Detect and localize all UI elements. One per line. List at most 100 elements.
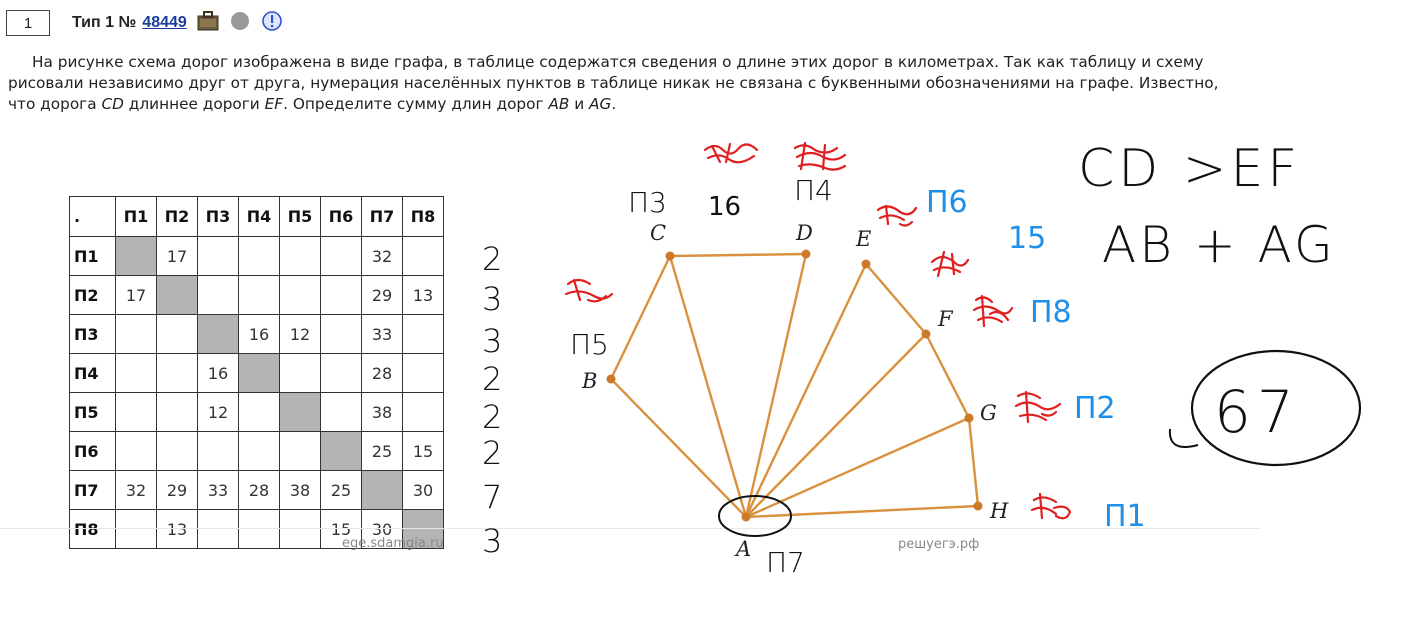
hand-sum: AB + AG [1102, 216, 1336, 274]
row-header: П6 [69, 431, 116, 471]
hand-row-degree: 2 [482, 398, 502, 436]
table-cell [238, 275, 280, 315]
row-header: П7 [69, 470, 116, 510]
table-cell: 15 [320, 509, 362, 549]
task-number: 1 [6, 10, 50, 36]
red-scribbles [564, 141, 1072, 520]
table-cell: 12 [197, 392, 239, 432]
hand-row-degree: 2 [482, 240, 502, 278]
vertex-label-d: D [795, 221, 813, 245]
vertex-b [606, 374, 616, 384]
road-ab: AB [548, 95, 570, 113]
column-header: П8 [402, 196, 444, 237]
table-cell [320, 236, 362, 276]
table-cell [361, 470, 403, 510]
table-cell: 30 [361, 509, 403, 549]
footer-divider [0, 528, 1260, 529]
vertex-label-f: F [937, 307, 954, 331]
road-ef: EF [264, 95, 284, 113]
scribble-g [1014, 390, 1062, 424]
vertex-label-h: H [989, 499, 1009, 523]
problem-text-part: . Определите сумму длин дорог [283, 95, 549, 113]
table-cell: 15 [402, 431, 444, 471]
table-cell: 38 [279, 470, 321, 510]
table-cell [402, 509, 444, 549]
hand-label-c: П3 [628, 186, 667, 219]
table-cell [279, 353, 321, 393]
vertex-a-circle [718, 495, 792, 537]
edge-ag [745, 416, 970, 519]
hand-label-d: П4 [794, 174, 833, 207]
table-cell [156, 392, 198, 432]
problem-text: На рисунке схема дорог изображена в виде… [8, 52, 1248, 115]
problem-text-part: длиннее дороги [123, 95, 265, 113]
table-cell: 32 [361, 236, 403, 276]
table-cell: 12 [279, 314, 321, 354]
row-header: П3 [69, 314, 116, 354]
scribble-f2 [972, 294, 1014, 328]
table-row: П1 17 32 [69, 236, 444, 276]
vertex-f [921, 329, 931, 339]
table-cell [320, 431, 362, 471]
problem-text-part: . [611, 95, 617, 113]
column-header: П6 [320, 196, 362, 237]
scribble-h [1030, 492, 1072, 520]
vertex-label-b: B [581, 369, 597, 393]
table-cell: 16 [238, 314, 280, 354]
hand-answer: 67 [1214, 378, 1300, 446]
edge-ef [865, 263, 927, 335]
table-cell [115, 314, 157, 354]
edge-ae [744, 263, 868, 518]
hand-label-f: П8 [1030, 295, 1072, 330]
hand-row-degree: 3 [482, 522, 502, 560]
table-cell: 30 [402, 470, 444, 510]
scribble-e [876, 204, 918, 227]
hand-row-degree: 2 [482, 434, 502, 472]
edge-fg [924, 333, 971, 419]
table-cell [402, 236, 444, 276]
info-icon[interactable] [261, 10, 283, 36]
column-header: П4 [238, 196, 280, 237]
hand-row-degree: 7 [482, 478, 502, 516]
hand-edge-ef: 15 [1008, 221, 1046, 256]
hand-row-degree: 3 [482, 322, 502, 360]
gray-circle-icon[interactable] [229, 10, 251, 36]
road-ag: AG [589, 95, 612, 113]
table-cell [402, 314, 444, 354]
scribble-d [793, 141, 847, 171]
vertex-label-c: C [650, 221, 666, 245]
task-header: 1 Тип 1 № 48449 [6, 8, 283, 38]
hand-edge-cd: 16 [708, 192, 741, 222]
vertex-label-a: A [734, 537, 751, 561]
vertex-e [861, 259, 871, 269]
table-cell [156, 353, 198, 393]
table-cell [279, 275, 321, 315]
table-cell: 13 [156, 509, 198, 549]
edge-bc [609, 255, 672, 380]
vertex-g [964, 413, 974, 423]
edge-ab [610, 378, 747, 518]
scribble-f1 [930, 250, 970, 278]
hand-row-degree: 3 [482, 280, 502, 318]
column-header: П2 [156, 196, 198, 237]
row-header: П1 [69, 236, 116, 276]
task-type-title: Тип 1 № [72, 14, 137, 31]
briefcase-icon[interactable] [197, 11, 219, 35]
hand-label-a: П7 [766, 546, 805, 579]
table-cell: 17 [156, 236, 198, 276]
table-cell: 33 [197, 470, 239, 510]
vertex-a [741, 512, 751, 522]
table-cell: 32 [115, 470, 157, 510]
task-id-link[interactable]: 48449 [142, 14, 187, 31]
problem-text-part: На рисунке схема дорог изображена в виде… [8, 53, 1219, 113]
vertex-label-g: G [980, 401, 997, 425]
vertex-label-e: E [855, 227, 871, 251]
table-cell [197, 431, 239, 471]
